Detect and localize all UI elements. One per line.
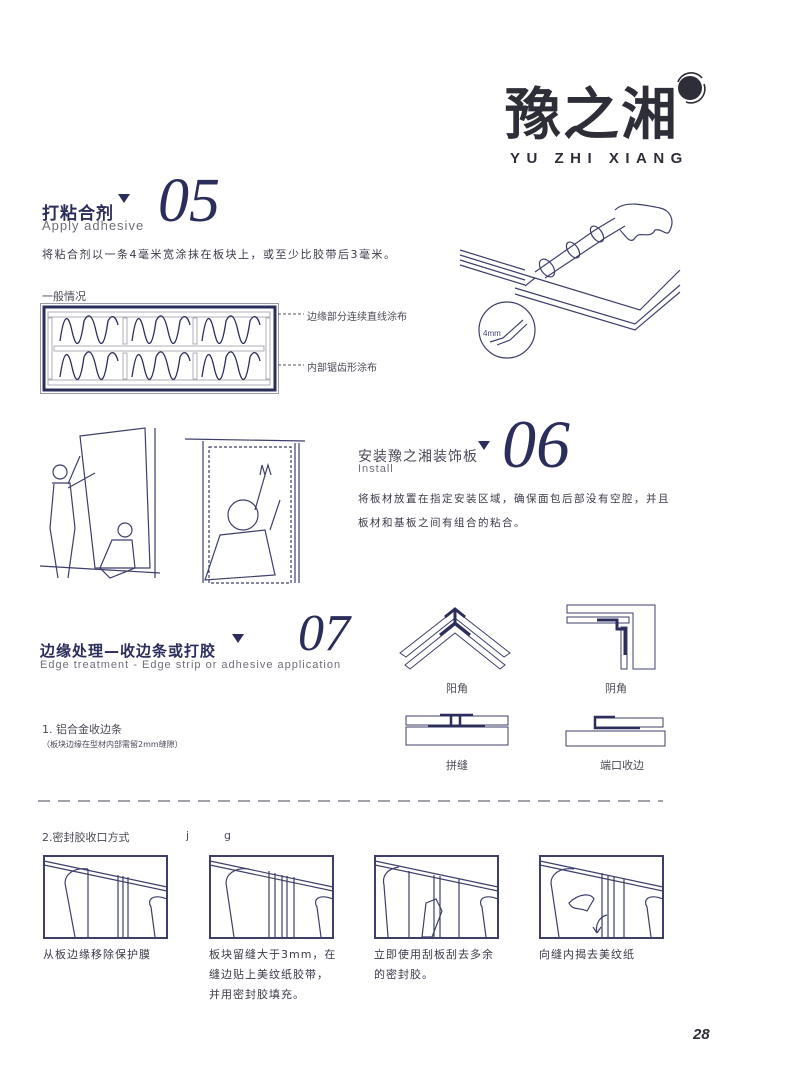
step06-body-line2: 板材和基板之间有组合的粘合。	[358, 517, 526, 529]
step05-body: 将粘合剂以一条4毫米宽涂抹在板块上，或至少比胶带后3毫米。	[42, 248, 397, 261]
adhesive-pattern-diagram	[40, 303, 279, 394]
step05-number: 05	[158, 167, 220, 235]
sealant-step1-caption: 从板边缘移除保护膜	[43, 945, 151, 965]
step07-number: 07	[298, 605, 350, 662]
worker-pressing-panel-illustration	[184, 438, 306, 584]
step06-title-en: Install	[358, 463, 394, 475]
callout-edge-label: 边缘部分连续直线涂布	[307, 312, 407, 323]
step05-title-cn: 打粘合剂	[42, 204, 114, 224]
page-number: 28	[693, 1026, 710, 1043]
step06-number: 06	[502, 406, 570, 482]
step06-title-cn: 安装豫之湘装饰板	[358, 449, 478, 465]
profile-label: 端口收边	[600, 759, 644, 772]
step07-title-cn: 边缘处理—收边条或打胶	[40, 642, 217, 660]
brand-name-cn: 豫之湘	[505, 83, 679, 148]
caulk-gun-illustration: 4mm	[459, 203, 681, 359]
step06-body-line1: 将板材放置在指定安装区域，确保面包后部没有空腔，并且	[358, 493, 670, 505]
profile-label: 阴角	[605, 682, 627, 695]
nozzle-size-label: 4mm	[483, 329, 501, 338]
profile-label: 拼缝	[446, 759, 468, 772]
diagram-title: 一般情况	[42, 290, 86, 303]
logo-dot-icon	[677, 72, 706, 104]
caption-line: 并用密封胶填充。	[209, 988, 305, 1001]
aluminum-strip-note: （板块边缘在型材内部需留2mm缝隙）	[42, 740, 183, 749]
sealant-step2-caption: 板块留缝大于3mm，在 缝边贴上美纹纸胶带， 并用密封胶填充。	[209, 945, 336, 1005]
caption-line: 从板边缘移除保护膜	[43, 948, 151, 961]
sealant-step3-illustration	[374, 855, 499, 939]
sealant-step4-illustration	[539, 855, 664, 939]
caption-line: 立即使用刮板刮去多余	[374, 948, 494, 961]
sealant-step3-caption: 立即使用刮板刮去多余 的密封胶。	[374, 945, 494, 985]
sealant-step4-caption: 向缝内揭去美纹纸	[539, 945, 635, 965]
sealant-section-title: 2.密封胶收口方式	[42, 831, 130, 844]
callout-leader-lines	[278, 313, 304, 366]
inner-corner-diagram	[566, 604, 656, 670]
aluminum-strip-title: 1. 铝合金收边条	[42, 723, 122, 736]
sealant-step1-illustration	[43, 855, 168, 939]
stray-char: g	[224, 829, 231, 842]
caption-line: 板块留缝大于3mm，在	[209, 948, 337, 961]
brand-name-en: YU ZHI XIANG	[510, 150, 689, 167]
end-trim-diagram	[565, 715, 666, 747]
triangle-marker-icon	[478, 441, 490, 450]
caption-line: 缝边贴上美纹纸胶带，	[209, 968, 329, 981]
profile-label: 阳角	[446, 682, 468, 695]
callout-inner-label: 内部锯齿形涂布	[307, 363, 377, 374]
caption-line: 向缝内揭去美纹纸	[539, 948, 635, 961]
caption-line: 的密封胶。	[374, 968, 434, 981]
workers-lifting-panel-illustration	[39, 427, 161, 579]
stray-char: j	[186, 829, 190, 842]
outer-corner-diagram	[399, 607, 511, 670]
triangle-marker-icon	[118, 194, 130, 203]
joint-seam-diagram	[405, 713, 509, 746]
step05-title-en: Apply adhesive	[42, 218, 145, 233]
step07-title-en: Edge treatment - Edge strip or adhesive …	[40, 659, 342, 671]
dashed-separator	[38, 800, 663, 802]
triangle-marker-icon	[232, 634, 244, 643]
sealant-step2-illustration	[209, 855, 334, 939]
